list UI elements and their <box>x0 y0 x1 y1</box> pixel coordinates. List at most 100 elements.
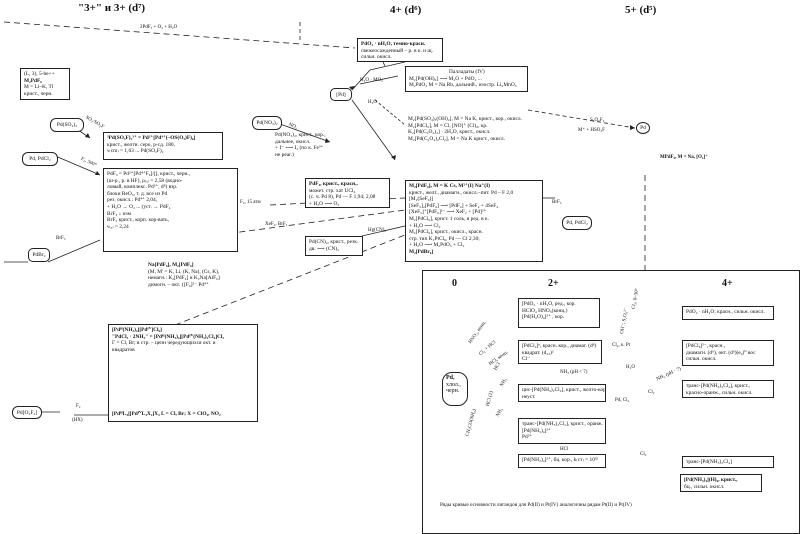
pdo2-line-3: сильн. окисл. <box>361 54 392 61</box>
big-line-6: M₂[PdCl₆], крист. 1 соль, в ред. в к. <box>409 215 489 222</box>
inset-trans-line-1: транс-[Pd(NH₃)₂Cl₂], крист., оранж. <box>522 421 603 427</box>
pdf3-line-2: (ш-р., р. в HF), ρ₍ₐ₎ = 2,58 (водно- <box>107 177 183 184</box>
sulfate-line-3: K₂[Pd(C₂O₄)₂] · 2H₂O, крист., окисл. <box>408 129 491 136</box>
inset-trans-box: транс-[Pd(NH₃)₂Cl₂], крист., оранж. [Pd(… <box>518 418 606 444</box>
mixed-line-3: Г = Cl, Br; в стр. – цепи чередующихся о… <box>112 340 216 347</box>
inset-pd-line-2: хлол., <box>446 381 461 388</box>
pdf3-line-8: BrF₅ крист., корп. кор-вать, <box>107 217 169 224</box>
inset-pdcl6-line-3: сильн. окисл. <box>686 356 717 363</box>
pdf3-line-3: ловый, комплекс. Pd²⁺, d⁸) взр. <box>107 184 178 191</box>
inset-caption: Ряды кривые основности лигандов для Pd(I… <box>440 502 632 508</box>
mo2-label: H₂O · MO₂ <box>360 78 383 83</box>
big-line-9: стр. тип K₂PtCl₆, Pd — Cl 2,30; <box>409 235 480 242</box>
inset-cis-line-1: цис-[Pd(NH₃)₂Cl₂], крист., желто-кор. <box>522 387 606 393</box>
inset-pdnh-cl-box: [Pd(NH₃)₄](H)₆, крист., бц., сильн. окис… <box>680 474 762 492</box>
inset-oxide-line-3: [Pd(H₂O)₄]²⁺ , кор. <box>522 314 565 321</box>
h2o-label: H₂O <box>368 100 377 105</box>
big-line-11: M₂[PdBr₆] <box>409 248 434 255</box>
mixed-line-2: "PdCl₃ · 2NH₃" = [Pdᴵᴵ(NH₃)₄][Pdᴵⱽ(NH₃)₂… <box>112 333 224 340</box>
header-col3: 5+ (d⁵) <box>625 4 657 16</box>
inset-label-nh3-ph: NH₃ (pH < 7) <box>560 370 588 375</box>
pd-pdcl2-node: Pd, PdCl₂ <box>22 152 58 166</box>
pdo2-box: PdO₂ · nH₂O, темно-красн. свежеосажденны… <box>357 38 443 62</box>
inset-oxide-line-1: [PdO₂ · nH₂O, ред., кор. <box>522 301 576 307</box>
inset-label-hcl: HCl <box>560 447 569 452</box>
napdf6-line-2: (M, M' = K, Li, (K, Na), (Cs, K), <box>148 268 220 275</box>
pdf3-line-5: рез. окисл.; Pd⁴⁺ 2,04, <box>107 197 158 204</box>
top-reaction-label: 2PdF₃ + O₂ + H₂O <box>140 25 178 30</box>
mixed-bottom-line: [PdᴵᴵL₄][PdᴵⱽL₄X₂]X₄ L = Cl, Br; X = ClO… <box>112 411 221 418</box>
inset-trans-last-box: транс-[Pd(NH₃)₂Cl₄] <box>682 456 774 468</box>
inset-label-h2o: H₂O <box>626 365 635 370</box>
pdcn-line-2: дв. ⟶ (CN)₂ <box>309 245 340 252</box>
pdf4-box: PdF₄, крист., красн., может. стр. хат UC… <box>305 178 390 208</box>
big-line-4: [SeF₃]₂[PdF₆] ⟶ [PdF₄] + SeF₄ + 4SeF₄ <box>409 202 499 209</box>
inset-pdcl2-line-2: квадрат. (d₂₃)² <box>522 349 554 356</box>
big-line-10: + H₂O ⟶ M₂PdO₃ + Cl₂ <box>409 242 465 249</box>
inset-oxide-line-2: HClO₄ HNO₃(конц.) <box>522 307 568 314</box>
inset-pdcl6-line-2: диамагн. (d⁶), окт. (d⁶)(e₉)⁰ вос <box>686 349 756 356</box>
inset-cis-box: цис-[Pd(NH₃)₂Cl₂], крист., желто-кор. не… <box>518 384 606 402</box>
inset-pd-line-1: Pd, <box>446 375 455 381</box>
sulfate-complex-box: M₂[Pd(SO₄)₃(OH)₂], M = Na K, крист., кор… <box>405 114 560 146</box>
palladates-box: Палладаты (IV) M₂[Pd(OH)₆] ⟶ M₂O + PdO₂ … <box>405 66 528 92</box>
inset-header-0: 0 <box>452 278 457 289</box>
inset-pdcl2-line-3: Cl⁻ <box>522 356 530 363</box>
palladates-line-3: M₂PdO₃ M = Na Rb, дальний., изостр. Li₂M… <box>409 82 517 89</box>
pd-right-node: Pd <box>636 122 650 134</box>
header-col1: "3+" и 3+ (d⁷) <box>78 2 146 14</box>
napdf6-line-4: димогн. – окт. {[F₆]²⁻ Pd⁴⁺ <box>148 281 209 288</box>
palladates-line-2: M₂[Pd(OH)₆] ⟶ M₂O + PdO₂ ... <box>409 75 482 82</box>
inset-header-4: 4+ <box>722 278 733 289</box>
pdf3-line-1: PdF₃ = Pd²⁺[Pd⁴⁺F₆]/[], крист., черн., <box>107 171 191 177</box>
inset-trans4-line-2: красно-оранж., сильн. окисл. <box>686 389 753 396</box>
pdf3-line-7: BrF₃ ↓ изм <box>107 210 132 217</box>
inset-label-cl2-b: Cl₂ <box>648 390 655 395</box>
inset-pdnh-cl-line-1: [Pd(NH₃)₄](H)₆, крист., <box>684 477 738 483</box>
pd-pdcl2-right-node: Pd, PdCl₂ <box>562 216 592 230</box>
palladates-title: Палладаты (IV) <box>449 69 485 75</box>
pdno3-box: Pd(NO₃)₂, крист., кор., дальнее, окисл. … <box>272 130 352 160</box>
big-line-7: + H₂O ⟶ Cl₂ <box>409 222 441 229</box>
inset-pdnh3-line-1: [Pd(NH₃)₄]²⁺, бц. кор., k₍ст₎ = 10³² <box>522 457 599 463</box>
s2o6f2-label: S₂O₆F₂ <box>590 118 605 123</box>
pdso3f-box: ³Pd(SO₃F)₂³⁺ = Pd²⁺[Pd⁴⁺(–OS(O₃)F)₆] кри… <box>103 132 223 160</box>
lm-line-4: крист., черн. <box>24 90 53 97</box>
xef2-brf3-label: XeF₂, BrF₃ <box>265 222 288 227</box>
inset-pd-node: Pd, хлол., черн. <box>442 372 468 406</box>
header-col2: 4+ (d⁶) <box>390 4 422 16</box>
pdf3-line-4: блоки ReO₃, т. д. все из Pd <box>107 190 168 197</box>
pdf4-line-4: + H₂O ⟶ O₂ <box>309 200 340 207</box>
pdf3-line-6: + H₂O → O₂ ... (уст. → PdF₄ <box>107 203 171 210</box>
pdbr2-node: PdBr₂ <box>28 248 50 262</box>
pdcn-box: Pd(CN)₄, крист., резк. дв. ⟶ (CN)₂ <box>305 236 363 256</box>
inset-trans-line-2: [Pd(NH₃)₄]²⁺ <box>522 427 551 434</box>
sulfate-line-4: M₂[Pd(C₂O₄)₂Cl₂], M = Na K крист., окисл… <box>408 135 505 142</box>
pdno3-line-2: дальнее, окисл. <box>275 138 311 145</box>
mixed-valence-box: [Pdᴵᴵ(NH₃)₄][Pdᴵⱽ]Cl₆] "PdCl₃ · 2NH₃" = … <box>108 324 258 422</box>
pdno3-line-4: не реаг.) <box>275 151 294 158</box>
f2-15atm-label: F₂, 15 атм <box>240 200 261 205</box>
pdf4-line-2: может. стр. хат UCl₄ <box>309 187 356 194</box>
inset-pdcl2-box: [PdCl₂]ⁿ, красн. кор., диамаг. (d⁸) квад… <box>518 340 602 364</box>
pdso3f-line-3: ν₍cm₎ = 1,63 ... Pd(SO₃F)₂ <box>107 148 164 155</box>
pdno3-line-3: + I⁻ ⟶ I₂ (по к. Fe³⁺ <box>275 145 324 152</box>
inset-oxide-box: [PdO₂ · nH₂O, ред., кор. HClO₄ HNO₃(конц… <box>518 298 600 328</box>
pdso3f-line-2: крист., желтн. серо, р-сд. 180, <box>107 141 175 148</box>
inset-pdnh-cl-line-2: бц., сильн. окисл. <box>684 483 725 490</box>
inset-pdo2-4plus: PdO₂ · nH₂O; красн., сильн. окисл. <box>682 306 774 320</box>
pdso3f-line-1: ³Pd(SO₃F)₂³⁺ = Pd²⁺[Pd⁴⁺(–OS(O₃)F)₆] <box>107 135 196 141</box>
m2pdf6-big-box: M₂[PdF₆], M = K Cs, M²⁺(I) Na⁺(I) крист.… <box>405 180 543 262</box>
napdf6-box: Na[PdF₆], M₂[PdF₆] (M, M' = K, Li, (K, N… <box>145 260 265 290</box>
big-line-8: M₂[PdCl₆], крист., окисл., красн. <box>409 229 483 236</box>
brf3-right-label: BrF₃ <box>552 200 562 205</box>
inset-cis-line-2: неуст. <box>522 393 536 400</box>
inset-trans-line-3: Pd²⁺ <box>522 434 533 441</box>
f2-bottom-label: F₂ <box>76 404 81 409</box>
big-line-5: [XeF₅]⁺[PdF₆]²⁻ ⟶ XeF₂ + [Pd]²⁺ <box>409 209 487 216</box>
inset-pd-line-3: черн. <box>446 388 460 395</box>
napdf6-line-1: Na[PdF₆], M₂[PdF₆] <box>148 262 194 268</box>
pdo2-line-1: PdO₂ · nH₂O, темно-красн. <box>361 41 426 47</box>
mixed-line-4: квадратов <box>112 346 135 353</box>
pdno3-line-1: Pd(NO₃)₂, крист., кор., <box>275 132 326 138</box>
